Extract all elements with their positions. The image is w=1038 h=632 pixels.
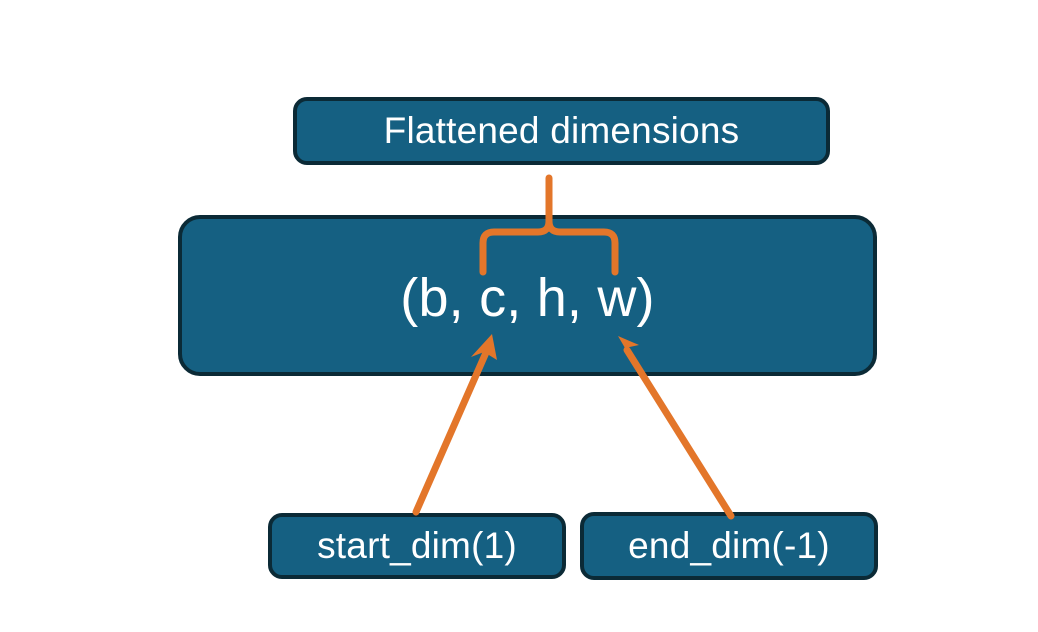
tensor-shape-box: (b, c, h, w) [178, 215, 877, 376]
tensor-shape-label: (b, c, h, w) [400, 268, 655, 328]
end-dim-label: end_dim(-1) [628, 525, 830, 566]
flattened-dimensions-box: Flattened dimensions [293, 97, 830, 165]
start-dim-label: start_dim(1) [317, 525, 517, 566]
end-dim-box: end_dim(-1) [580, 512, 878, 580]
flattened-dimensions-label: Flattened dimensions [383, 110, 740, 151]
start-dim-box: start_dim(1) [268, 513, 566, 579]
